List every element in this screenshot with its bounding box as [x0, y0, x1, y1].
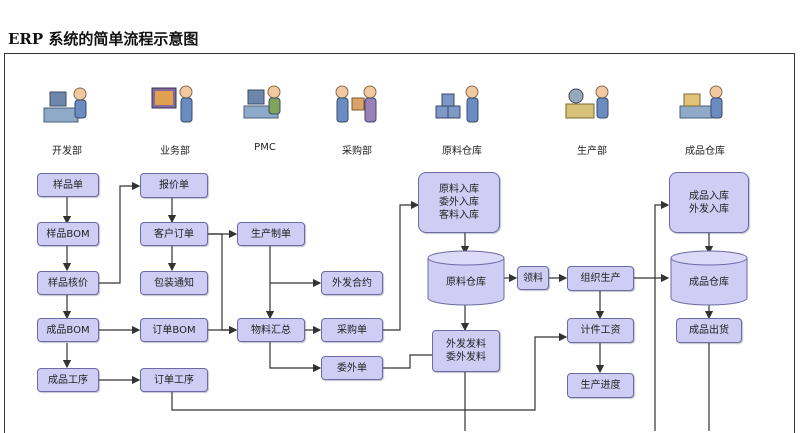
node-outsourced-issue: 外发发料 委外发料 [432, 330, 500, 372]
dept-label-product-warehouse: 成品仓库 [685, 146, 725, 157]
node-sample-costing: 样品核价 [37, 271, 99, 295]
dept-label-sales: 业务部 [160, 146, 190, 157]
dept-label-raw-warehouse: 原料仓库 [442, 146, 482, 157]
node-order-process: 订单工序 [140, 368, 208, 392]
node-requisition: 领料 [517, 266, 549, 290]
dept-label-production: 生产部 [577, 146, 607, 157]
page-title: ERP 系统的简单流程示意图 [8, 30, 199, 48]
arrow-customer-to-summary [208, 233, 238, 335]
node-order-bom: 订单BOM [140, 318, 208, 342]
raw-warehouse-cylinder [427, 250, 505, 306]
node-product-inbound: 成品入库 外发入库 [669, 172, 749, 233]
pmc-figure-icon [243, 85, 281, 119]
raw-warehouse-figure-icon [435, 85, 479, 123]
arrow-to-product-inbound [654, 200, 670, 431]
node-material-summary: 物料汇总 [237, 318, 305, 342]
node-quotation: 报价单 [140, 173, 208, 198]
arrow-bottom-to-wage [171, 332, 568, 411]
node-production-plan: 生产制单 [237, 222, 305, 246]
arrow-summary-to-subcontract [269, 342, 322, 373]
diagram-frame [4, 53, 795, 433]
node-organize-production: 组织生产 [567, 266, 634, 291]
node-material-inbound: 原料入库 委外入库 客料入库 [418, 172, 500, 233]
node-product-bom: 成品BOM [37, 318, 99, 342]
sales-dept-figure-icon [151, 85, 193, 123]
product-warehouse-cylinder-label: 成品仓库 [689, 277, 729, 288]
node-production-progress: 生产进度 [567, 373, 634, 398]
production-dept-figure-icon [565, 85, 609, 119]
dev-dept-figure-icon [43, 87, 87, 123]
arrow-subcontract-to-issue [382, 354, 432, 369]
raw-warehouse-cylinder-label: 原料仓库 [446, 277, 486, 288]
dept-label-pmc: PMC [254, 142, 276, 153]
node-packing-notice: 包装通知 [140, 271, 208, 295]
product-warehouse-cylinder [670, 250, 748, 306]
arrow-costing-to-quotation [98, 181, 141, 284]
node-subcontract-order: 委外单 [321, 356, 383, 380]
node-product-shipment: 成品出货 [676, 318, 742, 343]
node-purchase-order: 采购单 [321, 318, 383, 342]
arrow-purchase-to-inbound [382, 200, 420, 331]
node-customer-order: 客户订单 [140, 222, 208, 246]
node-sample-bom: 样品BOM [37, 222, 99, 246]
dept-label-purchase: 采购部 [342, 146, 372, 157]
node-piece-wage: 计件工资 [567, 318, 634, 343]
node-outsourced-contract: 外发合约 [321, 271, 383, 295]
product-warehouse-figure-icon [679, 85, 723, 119]
dept-label-dev: 开发部 [52, 146, 82, 157]
node-sample-order: 样品单 [37, 173, 99, 197]
purchase-dept-figure-icon [335, 85, 377, 123]
node-product-process: 成品工序 [37, 368, 99, 392]
